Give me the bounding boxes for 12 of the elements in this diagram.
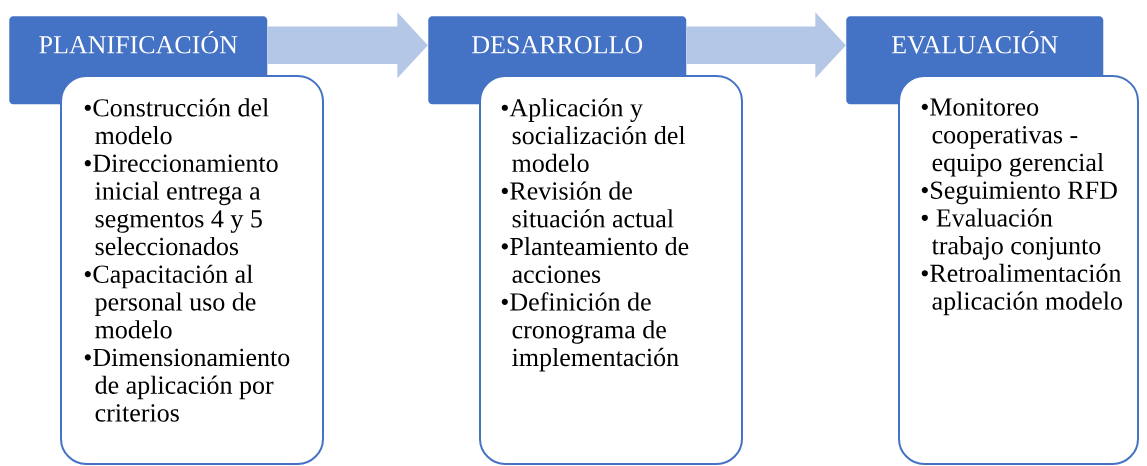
- list-item: •Seguimiento RFD: [921, 181, 1117, 205]
- list-item: •Direccionamiento inicial entrega a segmentos 4 y 5 seleccionados: [84, 154, 278, 256]
- list-item: •Capacitación al personal uso de modelo: [84, 264, 256, 339]
- list-box: [479, 75, 743, 465]
- list-item: •Definición de cronograma de implementación: [501, 292, 679, 372]
- list-item: •Retroalimentación aplicación modelo: [921, 263, 1122, 316]
- list-box: [60, 75, 324, 465]
- list-item: •Dimensionamiento de aplicación por criterios: [84, 348, 290, 422]
- list-item: • Evaluación trabajo conjunto: [921, 208, 1101, 260]
- list-box: [898, 75, 1139, 465]
- list-item: •Revisión de situación actual: [501, 181, 674, 228]
- list-item: •Planteamiento de acciones: [501, 237, 689, 283]
